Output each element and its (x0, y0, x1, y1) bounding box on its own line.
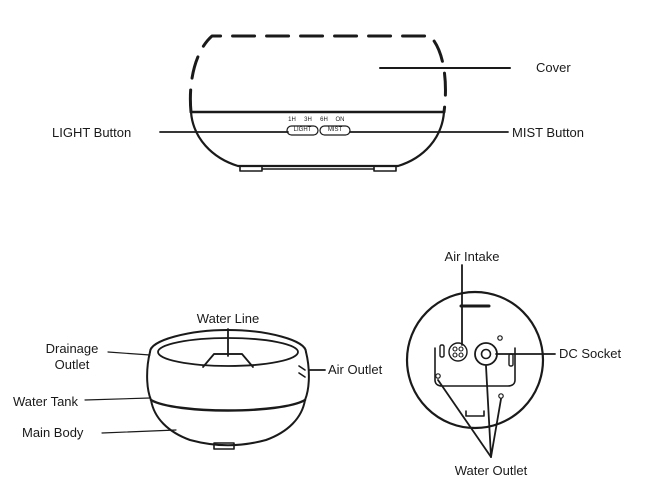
cover-dashed-outline (188, 34, 447, 114)
screw-top-right (497, 335, 503, 341)
screw-bottom-right (498, 393, 504, 399)
main-body-outline (150, 399, 306, 447)
light-key-text: LIGHT (293, 127, 312, 133)
air-intake-grille (448, 342, 468, 362)
timer-label-1h: 1H (288, 117, 296, 123)
timer-label-6h: 6H (320, 117, 328, 123)
side-foot (213, 442, 235, 450)
air-intake-hole-2 (458, 346, 464, 352)
dc-socket-inner (480, 348, 492, 360)
front-view (159, 34, 511, 172)
water-outlet-leader-line-3 (490, 398, 502, 458)
timer-label-on: ON (335, 117, 345, 123)
front-body-outline (189, 110, 446, 168)
water-outlet-leader-line-1 (437, 379, 492, 458)
water-tank-leader-line (84, 397, 151, 401)
dc-socket-label: DC Socket (559, 346, 622, 361)
water-tank-label: Water Tank (13, 394, 79, 409)
air-intake-hole-1 (452, 346, 458, 352)
front-left-foot (239, 165, 263, 172)
bottom-inner-recess (434, 347, 516, 387)
water-line-label: Water Line (196, 311, 260, 326)
drainage-outlet-label-line1: Drainage (45, 341, 99, 356)
water-outlet-label: Water Outlet (454, 463, 528, 478)
timer-label-3h: 3H (304, 117, 312, 123)
cover-label: Cover (536, 60, 571, 75)
bottom-notch (465, 410, 485, 417)
air-intake-label: Air Intake (444, 249, 500, 264)
air-outlet-marks (298, 365, 306, 378)
side-view (84, 328, 326, 450)
air-outlet-label: Air Outlet (328, 362, 383, 377)
light-button-label: LIGHT Button (52, 125, 132, 140)
air-intake-hole-4 (458, 352, 464, 358)
drainage-outlet-label-line2: Outlet (54, 357, 90, 372)
tank-upper-body (146, 351, 310, 401)
mist-key-outline (319, 125, 351, 136)
light-key-outline (286, 125, 319, 136)
water-outlet-leader-line-2 (485, 365, 492, 458)
front-right-foot (373, 165, 397, 172)
main-body-label: Main Body (22, 425, 84, 440)
left-slot (439, 344, 445, 358)
bottom-view (405, 264, 556, 458)
screw-bottom-left (435, 373, 441, 379)
mist-key-text: MIST (327, 127, 343, 133)
right-slot (508, 353, 514, 367)
tank-body-seam (149, 398, 307, 412)
bottom-base-circle (405, 290, 545, 430)
dc-socket-outer (474, 342, 498, 366)
air-intake-hole-3 (452, 352, 458, 358)
mist-button-label: MIST Button (512, 125, 585, 140)
main-body-leader-line (101, 429, 177, 434)
drainage-outlet-leader-line (107, 351, 151, 356)
